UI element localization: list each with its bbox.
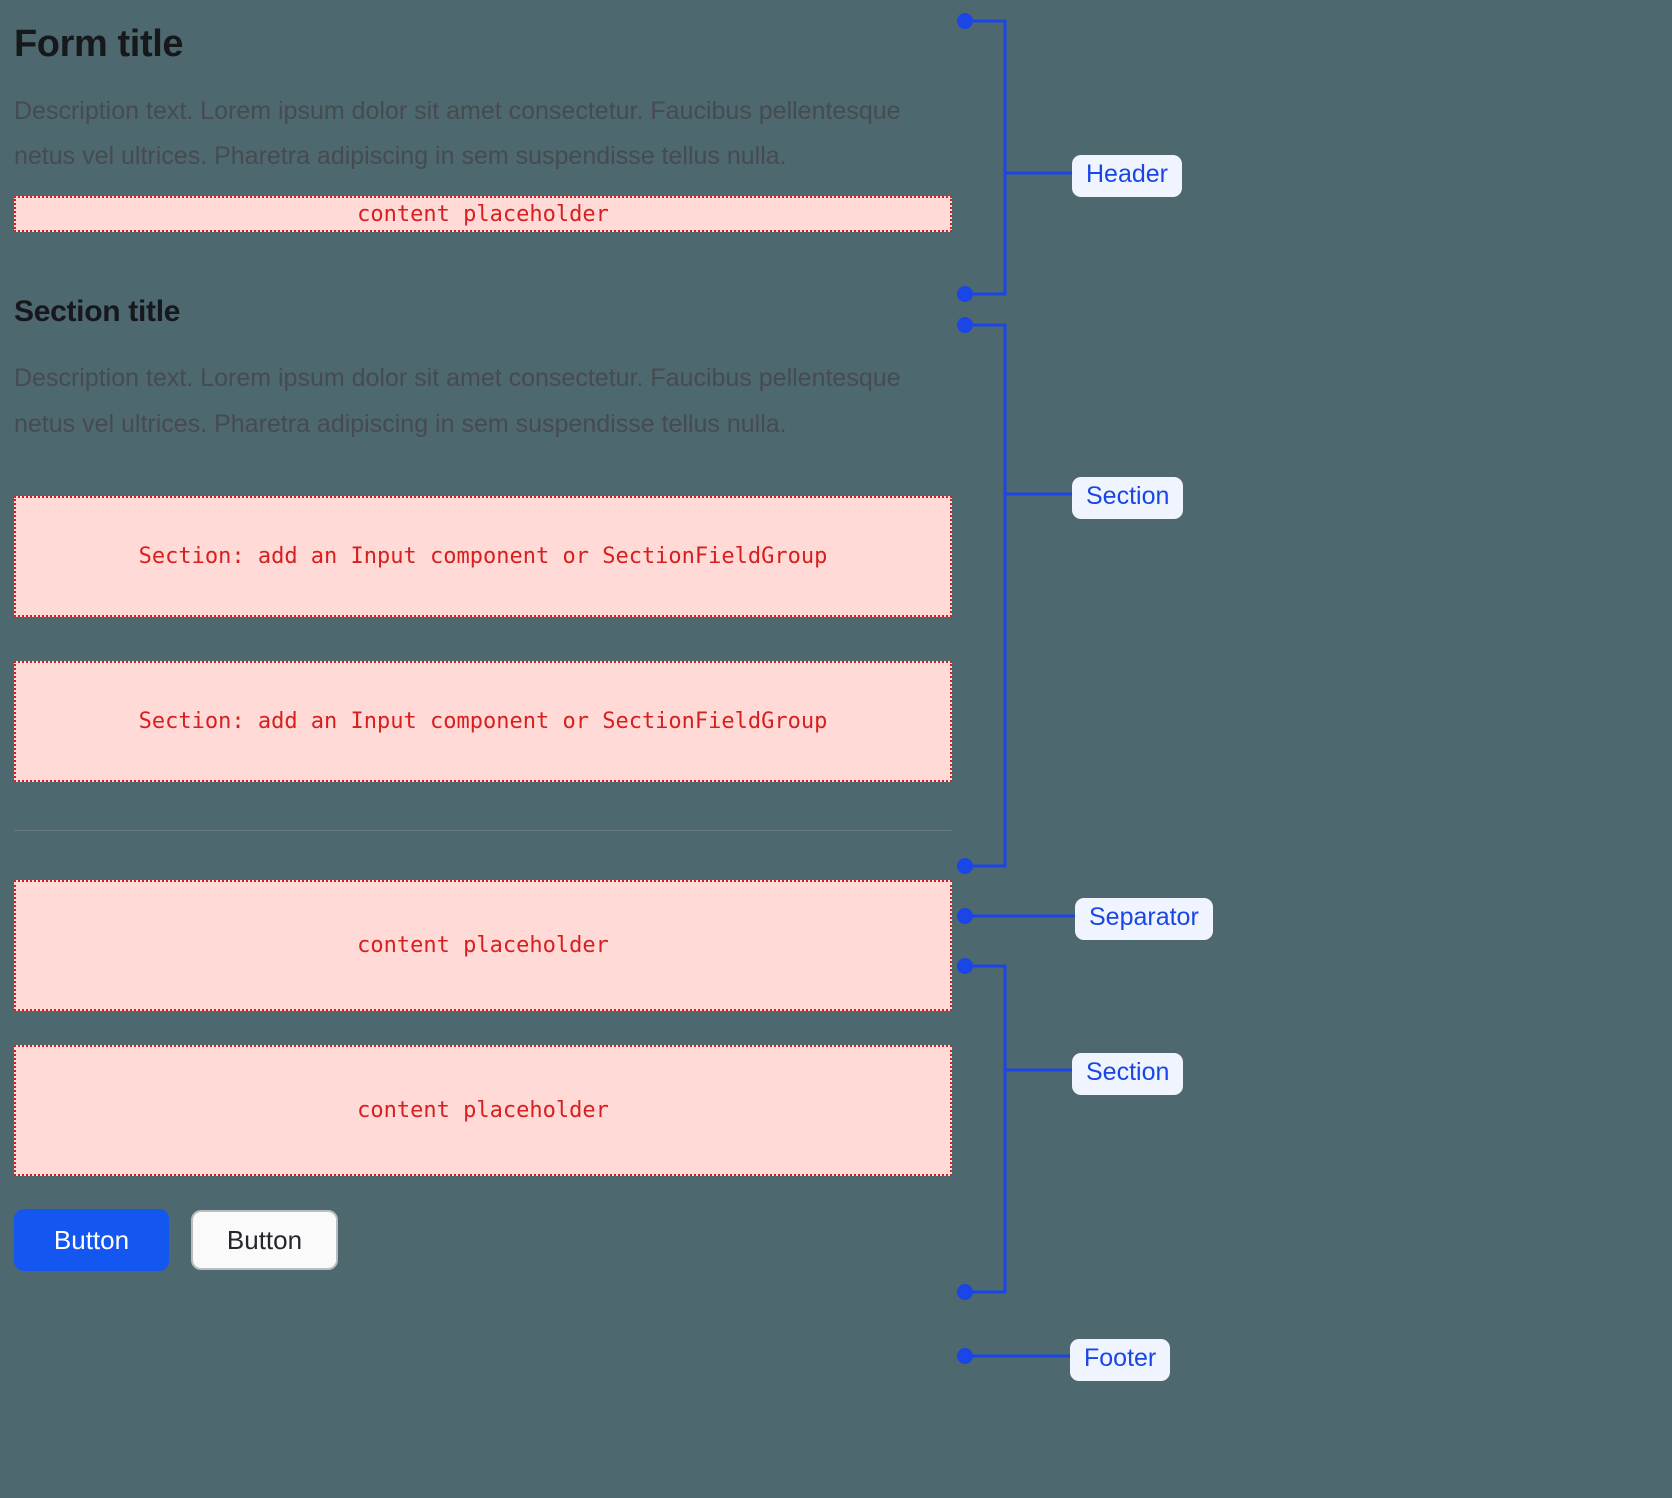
form-title: Form title	[14, 23, 184, 65]
header-bracket-path	[965, 19, 1007, 296]
secondary-button[interactable]: Button	[191, 1209, 338, 1270]
anchor-dot-section-two-bottom	[957, 1284, 973, 1300]
form-header-region: Form title Description text. Lorem ipsum…	[14, 0, 952, 233]
annotation-label-section-two[interactable]: Section	[1072, 1053, 1184, 1095]
anchor-dot-footer	[957, 1348, 973, 1364]
annotation-anchor-dots	[957, 13, 973, 1364]
section-two-content-placeholder-2[interactable]: content placeholder	[14, 1044, 952, 1176]
anchor-dot-header-top	[957, 13, 973, 29]
form-content-column: Form title Description text. Lorem ipsum…	[14, 0, 952, 1271]
form-description: Description text. Lorem ipsum dolor sit …	[14, 96, 901, 171]
form-footer-region: Button Button	[14, 1208, 952, 1271]
section-one-bracket-path	[965, 323, 1007, 868]
annotation-label-header[interactable]: Header	[1072, 155, 1182, 197]
anchor-dot-separator	[957, 908, 973, 924]
primary-button[interactable]: Button	[14, 1208, 169, 1271]
anchor-dot-section-two-top	[957, 958, 973, 974]
anchor-dot-header-bottom	[957, 286, 973, 302]
anchor-dot-section-one-bottom	[957, 858, 973, 874]
form-separator	[14, 829, 952, 831]
annotation-label-separator[interactable]: Separator	[1075, 898, 1213, 940]
section-one-title: Section title	[14, 295, 181, 329]
header-content-placeholder[interactable]: content placeholder	[14, 196, 952, 233]
section-two-content-placeholder-1[interactable]: content placeholder	[14, 879, 952, 1011]
section-one-description: Description text. Lorem ipsum dolor sit …	[14, 364, 901, 438]
section-one-region: Section title Description text. Lorem ip…	[14, 294, 952, 782]
annotation-label-section-one[interactable]: Section	[1072, 477, 1184, 519]
section-one-field-placeholder-2[interactable]: Section: add an Input component or Secti…	[14, 660, 952, 782]
section-two-bracket-path	[965, 964, 1007, 1294]
section-one-field-placeholder-1[interactable]: Section: add an Input component or Secti…	[14, 495, 952, 617]
anchor-dot-section-one-top	[957, 317, 973, 333]
annotation-label-footer[interactable]: Footer	[1070, 1339, 1171, 1381]
section-two-region: content placeholder content placeholder	[14, 879, 952, 1176]
